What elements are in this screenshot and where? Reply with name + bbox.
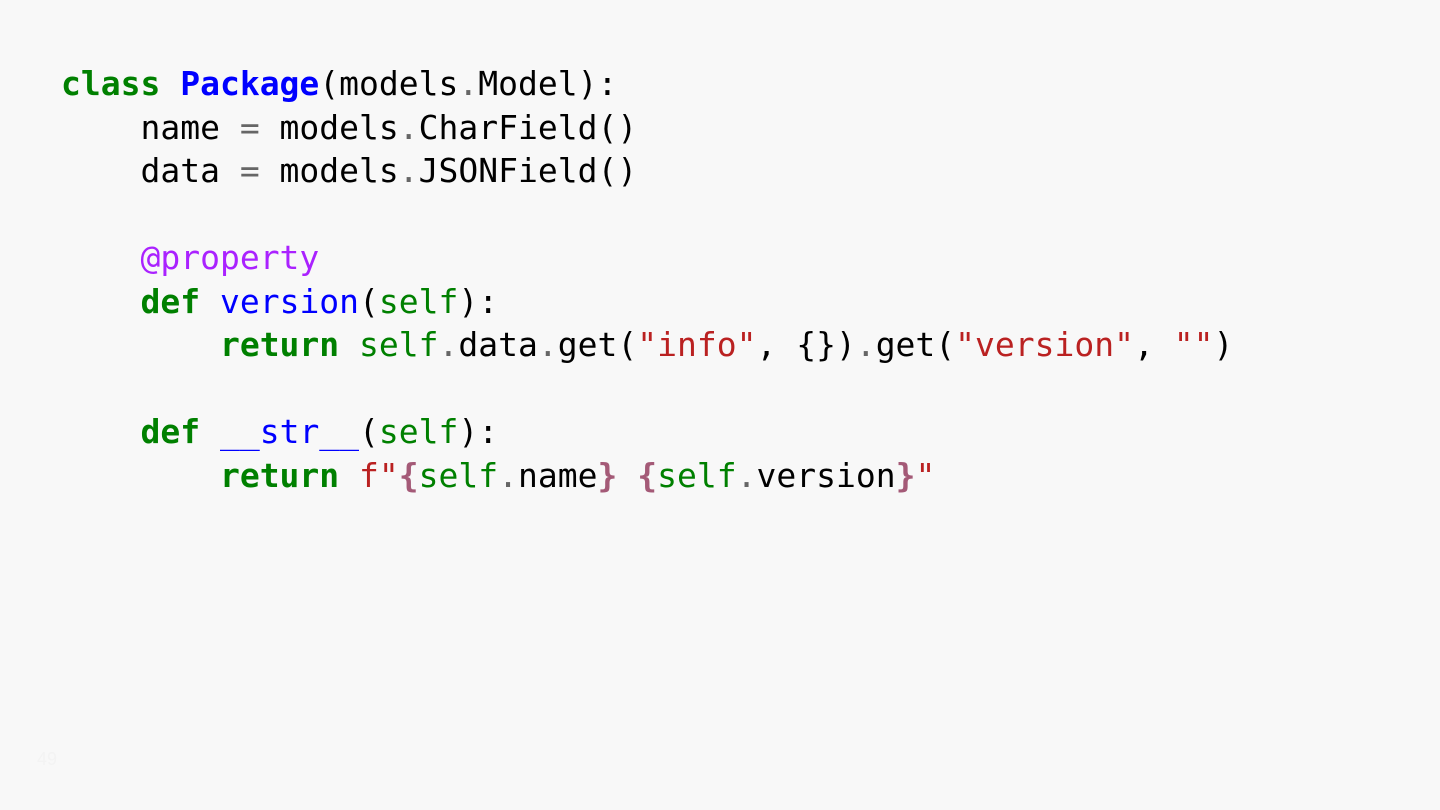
code-text-token: , {}): [756, 325, 856, 364]
keyword-token: class: [61, 64, 161, 103]
code-text-token: [200, 282, 220, 321]
code-text-token: [339, 325, 359, 364]
code-text-token: data: [458, 325, 538, 364]
code-text-token: get(: [875, 325, 956, 364]
code-text-token: data: [61, 151, 240, 190]
operator-token: .: [398, 151, 419, 190]
code-line: @property: [61, 236, 1233, 280]
code-text-token: [160, 64, 180, 103]
string-token: "": [1173, 325, 1214, 364]
code-line: return f"{self.name} {self.version}": [61, 454, 1233, 498]
interpolation-brace-token: {: [398, 455, 419, 495]
code-text-token: Model):: [478, 64, 618, 103]
code-text-token: [339, 456, 359, 495]
code-text-token: [61, 282, 140, 321]
code-text-token: (models: [319, 64, 459, 103]
function-name-token: __str__: [219, 412, 360, 451]
code-line: class Package(models.Model):: [61, 62, 1233, 106]
operator-token: .: [398, 107, 419, 147]
code-text-token: ):: [458, 412, 499, 451]
operator-token: =: [239, 151, 260, 190]
decorator-token: @property: [140, 238, 320, 277]
code-text-token: (: [359, 412, 379, 451]
string-token: "version": [955, 325, 1134, 364]
code-line: def __str__(self):: [61, 410, 1233, 454]
code-text-token: [61, 412, 140, 451]
code-block: class Package(models.Model): name = mode…: [61, 62, 1233, 497]
operator-token: .: [736, 455, 757, 495]
code-text-token: ): [1213, 325, 1234, 364]
self-token: self: [378, 412, 459, 451]
code-text-token: models: [259, 107, 399, 147]
string-token: ": [915, 455, 936, 495]
code-text-token: [200, 412, 220, 451]
code-text-token: name: [61, 107, 240, 147]
keyword-token: return: [219, 455, 340, 495]
code-text-token: CharField(): [418, 107, 638, 147]
operator-token: .: [458, 64, 479, 103]
self-token: self: [657, 455, 737, 495]
code-text-token: JSONField(): [418, 151, 638, 190]
code-line: def version(self):: [61, 280, 1233, 324]
code-text-token: (: [359, 281, 379, 321]
keyword-token: def: [140, 412, 201, 451]
code-text-token: version: [756, 455, 896, 495]
self-token: self: [378, 281, 459, 321]
code-text-token: ,: [1133, 325, 1174, 364]
operator-token: =: [239, 107, 260, 147]
code-text-token: name: [518, 455, 598, 495]
code-text-token: [61, 456, 220, 495]
code-line: data = models.JSONField(): [61, 149, 1233, 193]
code-text-token: [61, 325, 220, 364]
code-text-token: models: [259, 151, 399, 190]
string-token: [617, 456, 637, 495]
interpolation-brace-token: }: [895, 455, 916, 495]
code-line: [61, 193, 1233, 237]
code-line: [61, 367, 1233, 411]
code-text-token: [61, 238, 140, 277]
code-text-token: get(: [557, 325, 638, 364]
code-line: return self.data.get("info", {}).get("ve…: [61, 323, 1233, 367]
self-token: self: [418, 455, 499, 495]
string-token: "info": [637, 325, 757, 364]
function-name-token: version: [219, 281, 360, 321]
operator-token: .: [498, 455, 519, 495]
string-token: f": [359, 455, 399, 495]
keyword-token: def: [140, 281, 201, 321]
code-text-token: ):: [458, 281, 499, 321]
slide-number: 49: [37, 749, 58, 769]
code-line: name = models.CharField(): [61, 106, 1233, 150]
operator-token: .: [855, 325, 876, 364]
operator-token: .: [438, 325, 459, 364]
class-name-token: Package: [180, 64, 320, 103]
interpolation-brace-token: {: [637, 455, 658, 495]
operator-token: .: [537, 325, 558, 364]
self-token: self: [359, 325, 439, 364]
keyword-token: return: [219, 325, 340, 364]
interpolation-brace-token: }: [597, 455, 618, 495]
